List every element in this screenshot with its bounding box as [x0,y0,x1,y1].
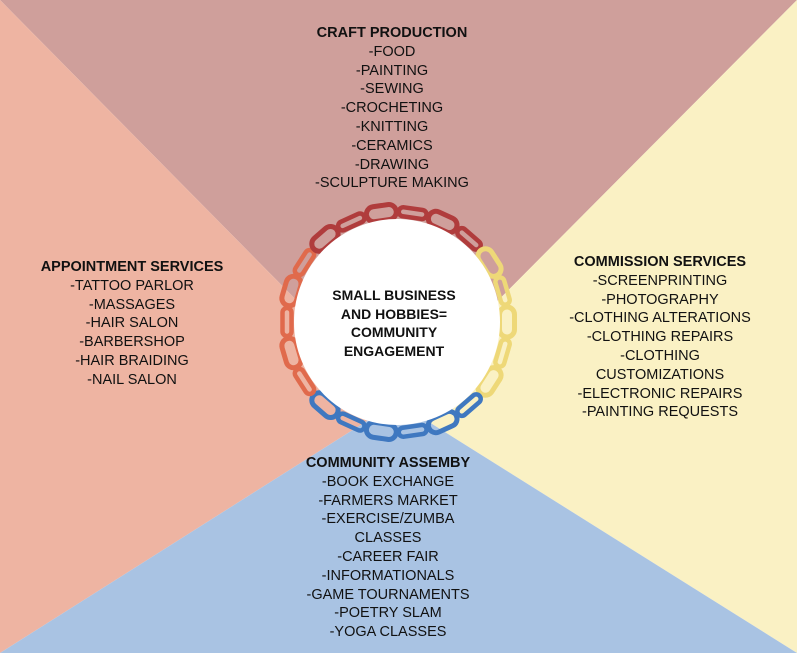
center-line-4: ENGAGEMENT [318,342,470,361]
top-list-item: -KNITTING [272,118,512,137]
bottom-list-item: -CAREER FAIR [288,548,488,567]
commission-services-list: -SCREENPRINTING-PHOTOGRAPHY-CLOTHING ALT… [560,272,760,422]
top-list-item: -FOOD [272,43,512,62]
appointment-services-block: APPOINTMENT SERVICES -TATTOO PARLOR-MASS… [18,258,246,390]
center-line-1: SMALL BUSINESS [318,286,470,305]
craft-production-title: CRAFT PRODUCTION [272,24,512,43]
left-list-item: -HAIR SALON [18,314,246,333]
right-list-item: -CLOTHING REPAIRS [560,328,760,347]
right-list-item: -SCREENPRINTING [560,272,760,291]
left-list-item: -TATTOO PARLOR [18,277,246,296]
center-line-3: COMMUNITY [318,323,470,342]
top-list-item: -CERAMICS [272,137,512,156]
left-list-item: -HAIR BRAIDING [18,352,246,371]
commission-services-block: COMMISSION SERVICES -SCREENPRINTING-PHOT… [560,253,760,422]
commission-services-title: COMMISSION SERVICES [560,253,760,272]
top-list-item: -DRAWING [272,156,512,175]
craft-production-list: -FOOD-PAINTING-SEWING-CROCHETING-KNITTIN… [272,43,512,193]
bottom-list-item: -EXERCISE/ZUMBA CLASSES [288,510,488,548]
right-list-item: -PAINTING REQUESTS [560,403,760,422]
appointment-services-title: APPOINTMENT SERVICES [18,258,246,277]
bottom-list-item: -GAME TOURNAMENTS [288,586,488,605]
community-assembly-block: COMMUNITY ASSEMBY -BOOK EXCHANGE-FARMERS… [288,454,488,642]
top-list-item: -PAINTING [272,62,512,81]
left-list-item: -BARBERSHOP [18,333,246,352]
right-list-item: -ELECTRONIC REPAIRS [560,385,760,404]
top-list-item: -SCULPTURE MAKING [272,174,512,193]
community-assembly-list: -BOOK EXCHANGE-FARMERS MARKET-EXERCISE/Z… [288,473,488,642]
top-list-item: -SEWING [272,80,512,99]
bottom-list-item: -POETRY SLAM [288,604,488,623]
craft-production-block: CRAFT PRODUCTION -FOOD-PAINTING-SEWING-C… [272,24,512,193]
right-list-item: -PHOTOGRAPHY [560,291,760,310]
left-list-item: -MASSAGES [18,296,246,315]
bottom-list-item: -BOOK EXCHANGE [288,473,488,492]
appointment-services-list: -TATTOO PARLOR-MASSAGES-HAIR SALON-BARBE… [18,277,246,390]
center-label: SMALL BUSINESS AND HOBBIES= COMMUNITY EN… [318,286,470,360]
left-list-item: -NAIL SALON [18,371,246,390]
bottom-list-item: -INFORMATIONALS [288,567,488,586]
community-assembly-title: COMMUNITY ASSEMBY [288,454,488,473]
top-list-item: -CROCHETING [272,99,512,118]
bottom-list-item: -YOGA CLASSES [288,623,488,642]
bottom-list-item: -FARMERS MARKET [288,492,488,511]
center-line-2: AND HOBBIES= [318,305,470,324]
right-list-item: -CLOTHING CUSTOMIZATIONS [560,347,760,385]
right-list-item: -CLOTHING ALTERATIONS [560,309,760,328]
